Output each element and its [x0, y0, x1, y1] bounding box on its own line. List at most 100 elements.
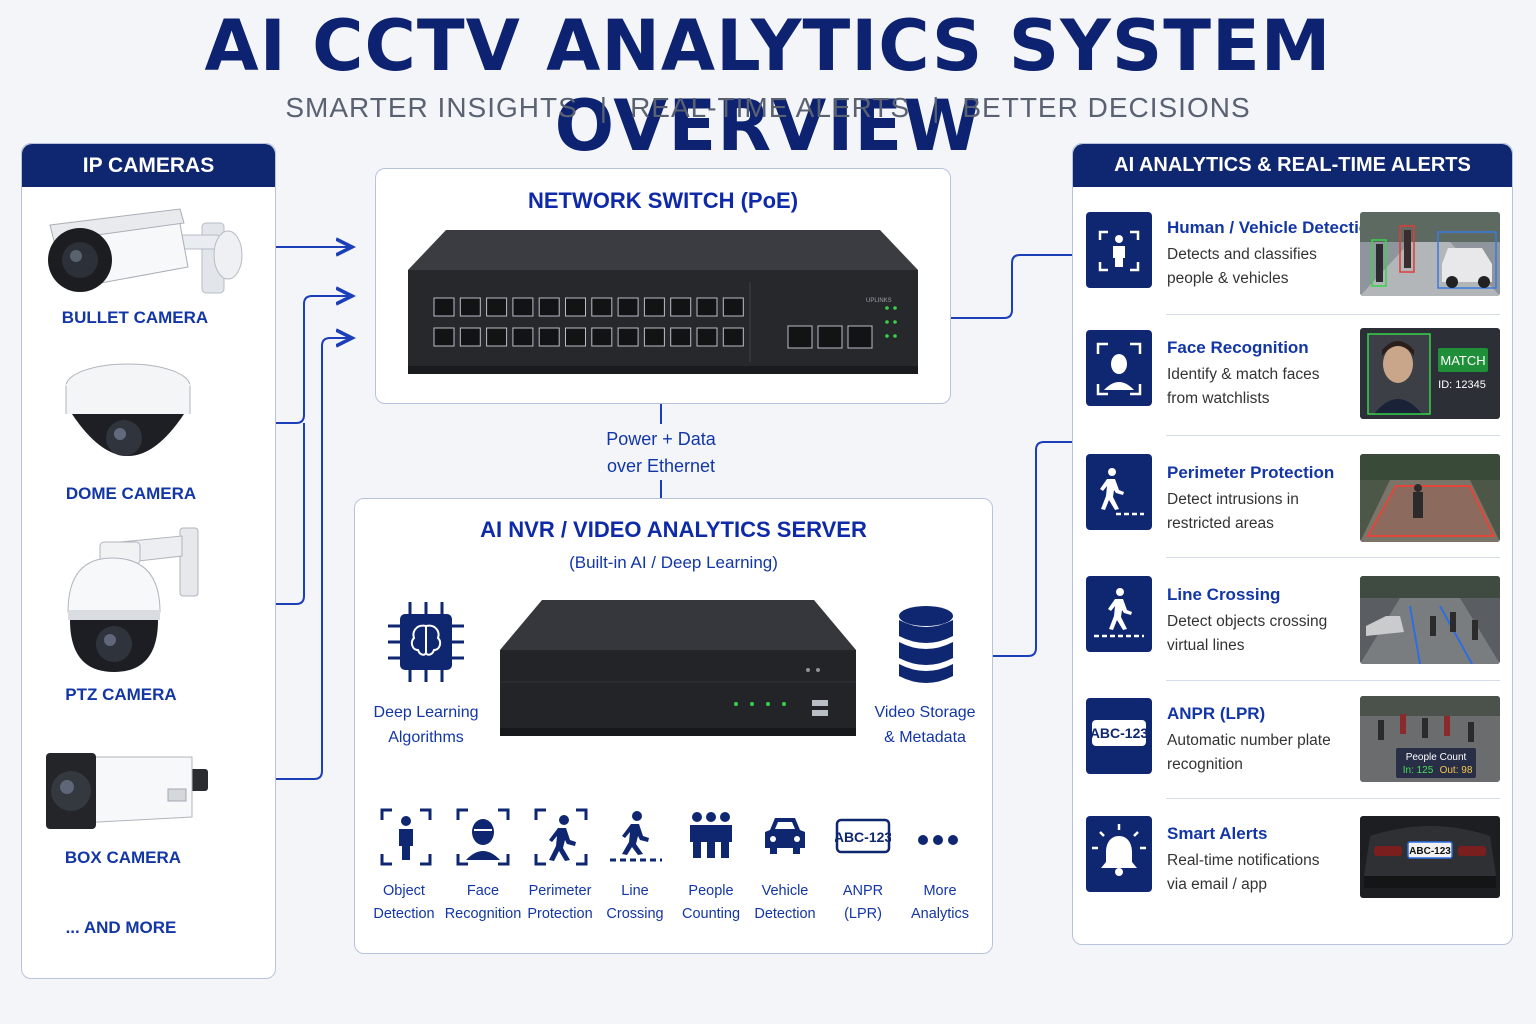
box-camera-label: BOX CAMERA — [64, 848, 182, 867]
switch-to-analytics-line — [916, 254, 1072, 319]
switch-port — [459, 327, 481, 347]
switch-port — [591, 297, 613, 317]
box-to-switch-line — [218, 338, 352, 780]
switch-port — [538, 297, 560, 317]
switch-port — [591, 327, 613, 347]
perimeter-walker-icon — [1100, 468, 1144, 516]
switch-port — [670, 327, 692, 347]
anpr-plate-text: ABC-123 — [1090, 725, 1149, 741]
switch-port — [512, 297, 534, 317]
nvr-to-analytics-line — [978, 441, 1072, 657]
ai-nvr-panel — [354, 498, 993, 954]
box-camera-icon — [46, 753, 208, 829]
status-led — [885, 334, 889, 338]
deep-learning-chip-icon — [388, 602, 464, 682]
switch-port — [486, 297, 508, 317]
nvr-device-icon — [500, 600, 856, 736]
switch-port — [696, 297, 718, 317]
analytics-item-human-detection — [1086, 212, 1152, 288]
page-title: AI CCTV ANALYTICS SYSTEM OVERVIEW — [204, 5, 1332, 167]
feature-anpr: ANPR(LPR) — [842, 883, 884, 922]
perimeter-title: Perimeter Protection — [1167, 463, 1335, 482]
dome-camera-label: DOME CAMERA — [65, 484, 197, 503]
switch-port — [433, 327, 455, 347]
uplink-port — [787, 325, 813, 349]
analytics-item-line-crossing — [1086, 576, 1152, 652]
switch-port — [565, 327, 586, 347]
ptz-camera-icon — [67, 527, 199, 672]
vehicle-icon — [765, 818, 805, 854]
plate-text: ABC-123 — [835, 829, 891, 845]
line-crossing-icon — [610, 811, 662, 862]
analytics-divider — [1166, 435, 1500, 436]
subtitle-separator: | — [599, 92, 609, 123]
perimeter-icon — [534, 808, 588, 866]
analytics-item-smart-alerts — [1086, 816, 1152, 892]
status-led — [893, 320, 897, 324]
analytics-divider — [1166, 314, 1500, 315]
status-led — [885, 306, 889, 310]
deep-learning-label: Deep Learning Algorithms — [366, 700, 486, 750]
video-storage-line1: Video Storage — [874, 704, 976, 721]
match-id-text: ID: 12345 — [1438, 379, 1486, 391]
bullet-camera-label: BULLET CAMERA — [61, 308, 209, 327]
status-led — [885, 320, 889, 324]
analytics-divider — [1166, 680, 1500, 681]
switch-port — [486, 327, 508, 347]
analytics-divider — [1166, 557, 1500, 558]
network-switch-device-icon: UPLINKS — [408, 230, 918, 374]
subtitle-separator: | — [932, 92, 941, 123]
plate-icon: ABC-123 — [835, 818, 891, 854]
line-crossing-title: Line Crossing — [1167, 585, 1281, 604]
switch-port — [696, 327, 718, 347]
analytics-divider — [1166, 798, 1500, 799]
perimeter-thumbnail — [1360, 454, 1500, 542]
face-recognition-title: Face Recognition — [1167, 338, 1309, 357]
ptz-camera-label: PTZ CAMERA — [65, 685, 177, 704]
switch-port — [670, 297, 692, 317]
page-subtitle: SMARTER INSIGHTS|REAL-TIME ALERTS|BETTER… — [0, 90, 1536, 126]
nvr-subtitle: (Built-in AI / Deep Learning) — [569, 553, 778, 572]
switch-port — [722, 297, 744, 317]
people-counting-icon — [690, 812, 732, 858]
switch-port — [617, 297, 639, 317]
switch-port — [643, 297, 665, 317]
video-storage-label: Video Storage & Metadata — [864, 700, 986, 750]
dome-camera-icon — [65, 363, 191, 456]
uplinks-text: UPLINKS — [866, 298, 892, 304]
people-count-title-text: People Count — [1406, 752, 1467, 763]
dome-to-switch-line — [212, 296, 352, 424]
ptz-to-switch-line — [212, 423, 305, 605]
people-count-out-text: Out: 98 — [1440, 765, 1473, 776]
subtitle-better-decisions: BETTER DECISIONS — [962, 92, 1251, 123]
human-detection-icon — [1098, 230, 1140, 272]
uplink-port — [847, 325, 873, 349]
anpr-plate-icon: ABC-123 — [1090, 720, 1149, 746]
poe-line2: over Ethernet — [606, 456, 716, 476]
face-recognition-thumbnail: MATCH ID: 12345 — [1360, 328, 1500, 419]
car-plate-text: ABC-123 — [1409, 846, 1451, 857]
face-recognition-icon — [456, 808, 510, 866]
switch-port — [512, 327, 534, 347]
switch-port — [617, 327, 639, 347]
status-led — [893, 306, 897, 310]
status-led — [893, 334, 897, 338]
smart-alerts-title: Smart Alerts — [1167, 824, 1268, 843]
deep-learning-line2: Algorithms — [388, 729, 464, 746]
anpr-title: ANPR (LPR) — [1167, 704, 1266, 723]
nvr-title: AI NVR / VIDEO ANALYTICS SERVER — [480, 517, 867, 542]
ip-cameras-header: IP CAMERAS — [22, 144, 275, 187]
people-count-thumbnail: People Count In: 125 Out: 98 — [1360, 696, 1500, 782]
more-icon — [918, 835, 958, 845]
more-cameras-label: ... AND MORE — [65, 918, 177, 937]
match-badge-text: MATCH — [1440, 353, 1485, 368]
subtitle-smarter-insights: SMARTER INSIGHTS — [285, 92, 578, 123]
